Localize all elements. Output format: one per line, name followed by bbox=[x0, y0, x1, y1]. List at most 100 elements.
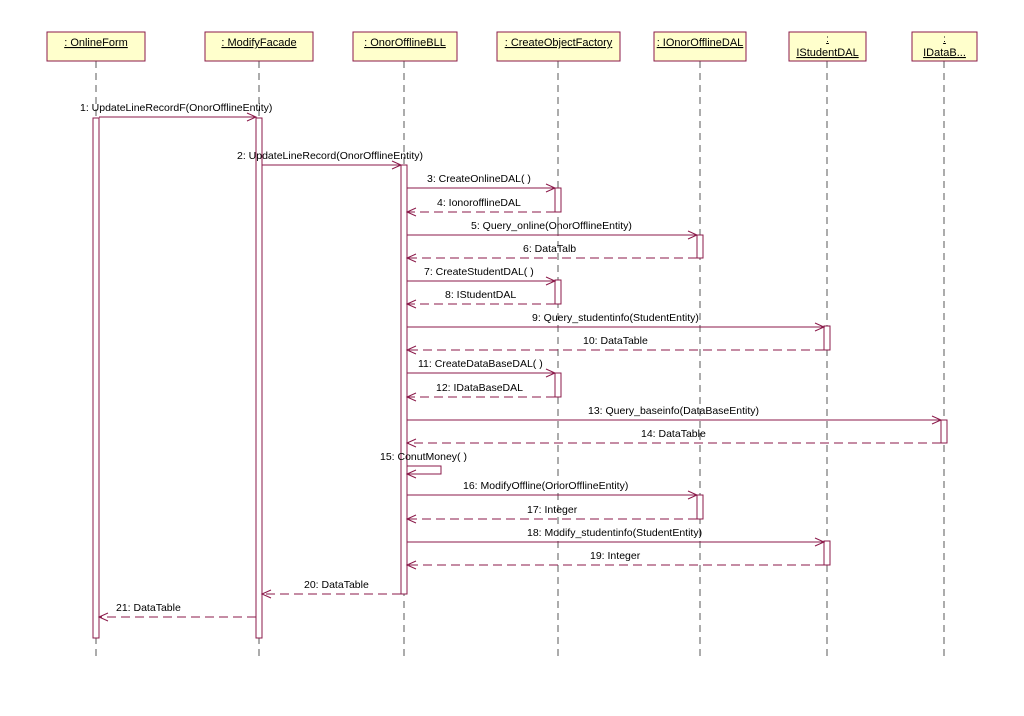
message-9: 9: Query_studentinfo(StudentEntity) bbox=[407, 312, 826, 332]
message-5: 5: Query_online(OnorOfflineEntity) bbox=[407, 220, 699, 240]
participant-box bbox=[352, 31, 458, 62]
participant-box bbox=[204, 31, 314, 62]
arrowhead bbox=[405, 514, 417, 524]
participant-idatabase: : IDataB... bbox=[911, 31, 978, 62]
arrowhead bbox=[391, 160, 403, 170]
activation-bar-ionorofflinedal bbox=[696, 234, 704, 259]
message-label: 17: Integer bbox=[527, 504, 578, 516]
message-6: 6: DataTalb bbox=[405, 243, 697, 263]
message-label: 8: IStudentDAL bbox=[445, 289, 516, 301]
arrowhead bbox=[687, 490, 699, 500]
message-line bbox=[407, 465, 442, 475]
participant-label: : IOnorOfflineDAL bbox=[657, 37, 744, 49]
message-17: 17: Integer bbox=[405, 504, 697, 524]
message-label: 12: IDataBaseDAL bbox=[436, 382, 523, 394]
message-8: 8: IStudentDAL bbox=[405, 289, 555, 309]
participant-box bbox=[496, 31, 621, 62]
message-13: 13: Query_baseinfo(DataBaseEntity) bbox=[407, 405, 943, 425]
message-20: 20: DataTable bbox=[260, 579, 401, 599]
participant-prefix: : bbox=[943, 34, 946, 45]
message-label: 4: IonorofflineDAL bbox=[437, 197, 521, 209]
arrowhead bbox=[687, 230, 699, 240]
arrowhead bbox=[260, 589, 272, 599]
message-label: 13: Query_baseinfo(DataBaseEntity) bbox=[588, 405, 759, 417]
activation-bar-idatabase bbox=[940, 419, 948, 444]
participant-ionorofflinedal: : IOnorOfflineDAL bbox=[653, 31, 747, 62]
participant-istudentdal: : IStudentDAL bbox=[788, 31, 867, 62]
activation-bar-modifyfacade bbox=[255, 117, 263, 639]
activation-bar-istudentdal bbox=[823, 325, 831, 351]
message-19: 19: Integer bbox=[405, 550, 824, 570]
participant-onlineform: : OnlineForm bbox=[46, 31, 146, 62]
message-15: 15: ConutMoney( ) bbox=[380, 451, 467, 479]
activation-bar-createobjectfactory bbox=[554, 279, 562, 305]
message-18: 18: Modify_studentinfo(StudentEntity) bbox=[407, 527, 826, 547]
participant-label: : CreateObjectFactory bbox=[505, 37, 613, 49]
arrowhead bbox=[97, 612, 109, 622]
message-label: 19: Integer bbox=[590, 550, 641, 562]
message-label: 20: DataTable bbox=[304, 579, 369, 591]
arrowhead bbox=[814, 322, 826, 332]
participant-modifyfacade: : ModifyFacade bbox=[204, 31, 314, 62]
participant-box bbox=[911, 31, 978, 62]
participant-onorofflinebll: : OnorOfflineBLL bbox=[352, 31, 458, 62]
message-label: 9: Query_studentinfo(StudentEntity) bbox=[532, 312, 699, 324]
message-label: 10: DataTable bbox=[583, 335, 648, 347]
participant-box bbox=[653, 31, 747, 62]
message-label: 18: Modify_studentinfo(StudentEntity) bbox=[527, 527, 702, 539]
arrowhead bbox=[545, 183, 557, 193]
message-14: 14: DataTable bbox=[405, 428, 941, 448]
arrowhead bbox=[545, 276, 557, 286]
arrowhead bbox=[405, 299, 417, 309]
activation-bar-onorofflinebll bbox=[400, 164, 408, 595]
arrowhead bbox=[405, 207, 417, 217]
message-label: 1: UpdateLineRecordF(OnorOfflineEntity) bbox=[80, 102, 272, 114]
participant-label: IDataB... bbox=[923, 47, 966, 59]
participant-box bbox=[788, 31, 867, 62]
message-label: 16: ModifyOffline(OnorOfflineEntity) bbox=[463, 480, 628, 492]
message-label: 5: Query_online(OnorOfflineEntity) bbox=[471, 220, 632, 232]
participant-boxes-layer: : OnlineForm : ModifyFacade : OnorOfflineB… bbox=[46, 31, 978, 62]
message-1: 1: UpdateLineRecordF(OnorOfflineEntity) bbox=[80, 102, 272, 122]
arrowhead bbox=[246, 112, 258, 122]
participant-label: : OnorOfflineBLL bbox=[364, 37, 446, 49]
activations-layer bbox=[92, 117, 948, 639]
message-10: 10: DataTable bbox=[405, 335, 824, 355]
message-4: 4: IonorofflineDAL bbox=[405, 197, 555, 217]
message-label: 6: DataTalb bbox=[523, 243, 576, 255]
arrowhead bbox=[931, 415, 943, 425]
arrowhead bbox=[405, 253, 417, 263]
message-label: 2: UpdateLineRecord(OnorOfflineEntity) bbox=[237, 150, 423, 162]
message-21: 21: DataTable bbox=[97, 602, 256, 622]
message-label: 11: CreateDataBaseDAL( ) bbox=[418, 358, 543, 370]
message-label: 14: DataTable bbox=[641, 428, 706, 440]
activation-bar-istudentdal bbox=[823, 540, 831, 566]
arrowhead bbox=[405, 438, 417, 448]
message-12: 12: IDataBaseDAL bbox=[405, 382, 555, 402]
arrowhead bbox=[405, 469, 417, 479]
message-11: 11: CreateDataBaseDAL( ) bbox=[407, 358, 557, 378]
activation-bar-createobjectfactory bbox=[554, 187, 562, 213]
arrowhead bbox=[545, 368, 557, 378]
arrowhead bbox=[814, 537, 826, 547]
arrowhead bbox=[405, 345, 417, 355]
message-7: 7: CreateStudentDAL( ) bbox=[407, 266, 557, 286]
activation-bar-createobjectfactory bbox=[554, 372, 562, 398]
message-label: 21: DataTable bbox=[116, 602, 181, 614]
participant-createobjectfactory: : CreateObjectFactory bbox=[496, 31, 621, 62]
participant-label: : ModifyFacade bbox=[221, 37, 296, 49]
participant-prefix: : bbox=[826, 34, 829, 45]
messages-layer: 1: UpdateLineRecordF(OnorOfflineEntity) 2… bbox=[80, 102, 943, 622]
participant-label: : OnlineForm bbox=[64, 37, 128, 49]
message-16: 16: ModifyOffline(OnorOfflineEntity) bbox=[407, 480, 699, 500]
message-3: 3: CreateOnlineDAL( ) bbox=[407, 173, 557, 193]
participant-label: IStudentDAL bbox=[796, 47, 858, 59]
message-2: 2: UpdateLineRecord(OnorOfflineEntity) bbox=[237, 150, 423, 170]
activation-bar-ionorofflinedal bbox=[696, 494, 704, 520]
arrowhead bbox=[405, 560, 417, 570]
participant-box bbox=[46, 31, 146, 62]
activation-bar-onlineform bbox=[92, 117, 100, 639]
message-label: 7: CreateStudentDAL( ) bbox=[424, 266, 534, 278]
message-label: 3: CreateOnlineDAL( ) bbox=[427, 173, 531, 185]
